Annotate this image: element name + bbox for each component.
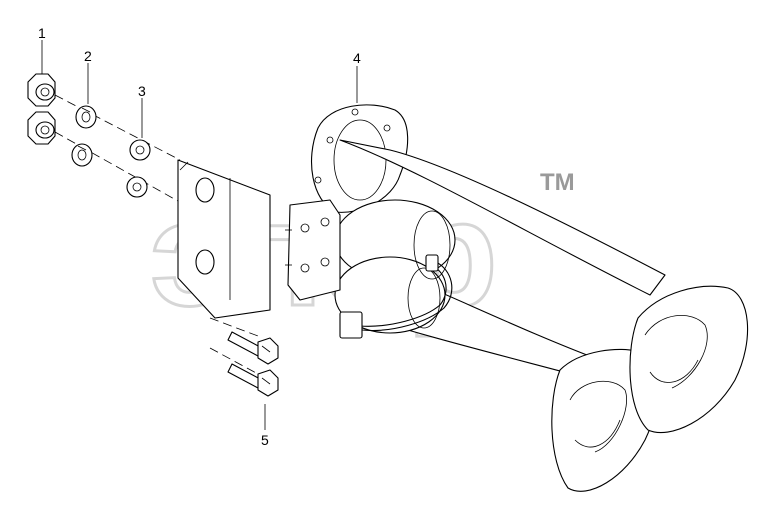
callouts: 1 2 3 4 5 [38, 25, 361, 448]
callout-4: 4 [353, 50, 361, 66]
air-horn-assembly [285, 104, 749, 492]
mounting-bracket [177, 159, 271, 319]
watermark-tm: TM [540, 169, 575, 196]
callout-1: 1 [38, 25, 46, 41]
callout-leaders [41, 40, 358, 430]
assembly-lines [54, 94, 259, 375]
lock-washer-lower [71, 143, 93, 167]
bolt-upper [227, 331, 279, 365]
lock-washer-upper [75, 105, 97, 129]
nut-upper [27, 73, 56, 107]
callout-5: 5 [261, 432, 269, 448]
flat-washer-upper [129, 139, 151, 161]
flat-washer-lower [126, 176, 148, 198]
bolt-lower [227, 363, 279, 397]
callout-3: 3 [138, 83, 146, 99]
callout-2: 2 [84, 48, 92, 64]
nut-lower [27, 111, 56, 145]
